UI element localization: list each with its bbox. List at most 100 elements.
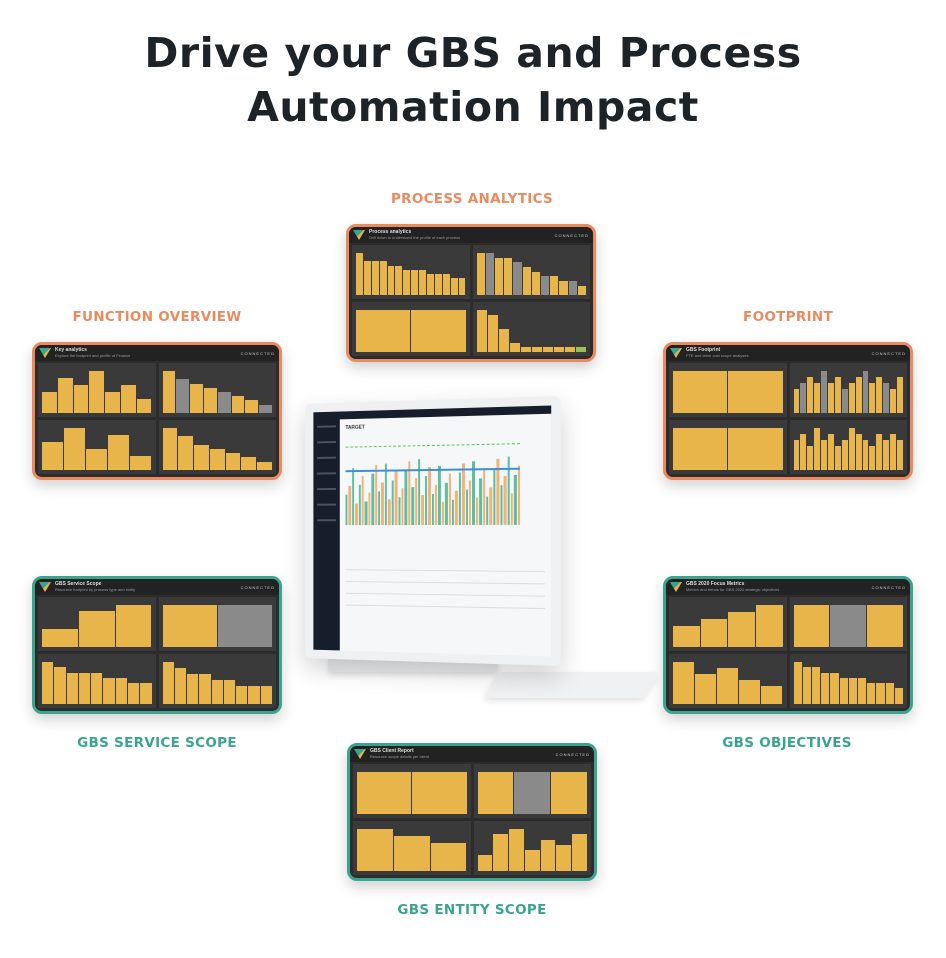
chart-bar	[445, 483, 447, 525]
mini-bar	[137, 399, 152, 413]
monitor: TARGET	[305, 396, 561, 666]
chart-bar	[462, 463, 464, 525]
mini-bar	[756, 605, 783, 647]
mini-bar	[890, 434, 896, 470]
thumb-header: Key analyticsExplore the footprint and p…	[35, 345, 279, 361]
mini-bar	[248, 686, 259, 704]
mini-bar	[578, 286, 586, 295]
mini-bar	[163, 605, 217, 647]
chart-bar	[432, 493, 434, 525]
thumb-subtitle: Resource footprint by process type and e…	[55, 587, 135, 592]
mini-bar	[835, 446, 841, 470]
label-gbs-entity-scope: GBS ENTITY SCOPE	[322, 902, 622, 918]
mini-bar	[821, 440, 827, 470]
mini-bar	[210, 449, 225, 470]
mini-chart	[38, 420, 156, 474]
mini-bar	[858, 678, 866, 704]
mini-bar	[226, 453, 241, 470]
mini-bar	[814, 428, 820, 470]
mini-bar	[121, 385, 136, 413]
mini-bar	[356, 253, 363, 295]
logo-icon	[670, 582, 682, 592]
mini-bar	[521, 347, 531, 352]
mini-bar	[42, 662, 53, 704]
mini-bar	[105, 392, 120, 413]
thumb-header: GBS 2020 Focus MetricsMetrics and trends…	[666, 579, 910, 595]
brand: CONNECTED	[872, 585, 906, 590]
mini-chart	[790, 363, 908, 417]
bar-chart	[346, 443, 521, 525]
mini-bar	[532, 347, 542, 352]
mini-bar	[728, 612, 755, 647]
mini-chart	[790, 420, 908, 474]
mini-bar	[543, 347, 553, 352]
mini-bar	[86, 449, 107, 470]
mini-bar	[190, 384, 203, 413]
mini-chart	[159, 363, 277, 417]
mini-chart	[159, 420, 277, 474]
mini-bar	[356, 310, 410, 352]
mini-chart	[159, 597, 277, 651]
chart-bar	[401, 489, 403, 526]
mini-bar	[42, 442, 63, 470]
mini-bar	[74, 385, 89, 413]
thumbnail-footprint[interactable]: GBS FootprintFTE and labor cost scope an…	[663, 342, 913, 480]
mini-bar	[876, 377, 882, 413]
logo-icon	[354, 749, 366, 759]
mini-bar	[835, 377, 841, 413]
mini-bar	[849, 428, 855, 470]
mini-bar	[541, 276, 549, 295]
mini-bar	[895, 688, 903, 704]
mini-bar	[869, 446, 875, 470]
mini-bar	[54, 667, 65, 704]
chart-bar	[500, 485, 502, 525]
mini-bar	[499, 329, 509, 352]
mini-bar	[867, 605, 903, 647]
chart-bar	[448, 474, 450, 525]
thumbnail-gbs-service-scope[interactable]: GBS Service ScopeResource footprint by p…	[32, 576, 282, 714]
mini-bar	[509, 829, 524, 871]
mini-bar	[58, 378, 73, 413]
chart-bar	[435, 484, 437, 525]
chart-bar	[359, 485, 361, 526]
chart-bar	[476, 498, 478, 525]
mini-bar	[130, 456, 151, 470]
thumbnail-process-analytics[interactable]: Process analyticsDrill down to understan…	[346, 224, 596, 362]
chart-bar	[398, 497, 400, 525]
mini-bar	[199, 674, 210, 704]
mini-bar	[488, 315, 498, 352]
mini-bar	[257, 462, 272, 470]
mini-bar	[477, 310, 487, 352]
thumbnail-function-overview[interactable]: Key analyticsExplore the footprint and p…	[32, 342, 282, 480]
chart-bar	[486, 496, 488, 525]
mini-bar	[821, 673, 829, 705]
mini-bar	[478, 855, 493, 871]
chart-bar	[411, 487, 413, 525]
mini-bar	[803, 667, 811, 704]
mini-bar	[245, 400, 258, 413]
label-gbs-service-scope: GBS SERVICE SCOPE	[7, 735, 307, 751]
mini-bar	[812, 667, 820, 704]
mini-bar	[523, 267, 531, 295]
chart-bar	[388, 499, 390, 525]
mini-bar	[403, 270, 410, 295]
logo-icon	[39, 582, 51, 592]
mini-bar	[800, 434, 806, 470]
mini-bar	[103, 678, 114, 704]
mini-chart	[38, 363, 156, 417]
mini-bar	[163, 428, 178, 470]
mini-bar	[559, 281, 567, 295]
mini-bar	[64, 428, 85, 470]
mini-chart	[353, 764, 471, 818]
mini-bar	[550, 276, 558, 295]
page-title: TARGET	[346, 425, 365, 431]
mini-bar	[728, 371, 782, 413]
mini-bar	[842, 389, 848, 413]
mini-bar	[194, 445, 209, 470]
mini-bar	[224, 680, 235, 704]
mini-bar	[175, 668, 186, 704]
thumbnail-gbs-entity-scope[interactable]: GBS Client ReportResource scope details …	[347, 743, 597, 881]
mini-bar	[411, 310, 465, 352]
headline-line-2: Automation Impact	[0, 80, 946, 134]
thumbnail-gbs-objectives[interactable]: GBS 2020 Focus MetricsMetrics and trends…	[663, 576, 913, 714]
